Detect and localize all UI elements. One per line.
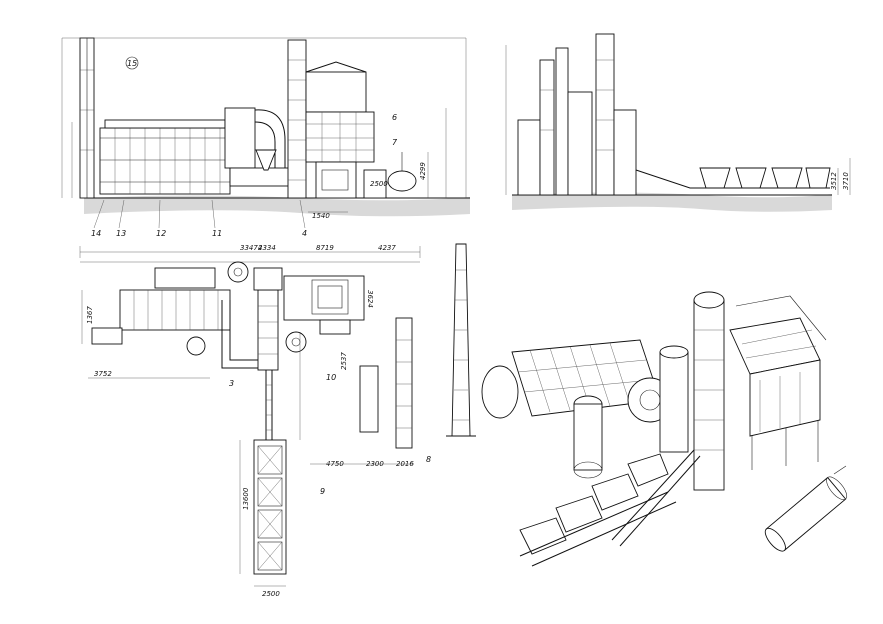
dim-2500-bottom: 2500 [262, 590, 280, 598]
dim-3752: 3752 [94, 370, 112, 378]
plan-view [79, 246, 421, 587]
dim-3624: 3624 [366, 290, 374, 308]
callout-6: 6 [392, 113, 397, 122]
dim-2334: 2334 [258, 244, 276, 252]
callout-11: 11 [212, 229, 222, 238]
callout-13: 13 [116, 229, 126, 238]
dim-total-length: 33474 [240, 244, 262, 252]
callout-7: 7 [392, 138, 398, 147]
stack-elevation [446, 243, 476, 437]
dim-1367: 1367 [86, 306, 94, 324]
dim-3512: 3512 [830, 172, 838, 190]
dim-2300: 2300 [366, 460, 384, 468]
callout-3: 3 [229, 379, 234, 388]
dim-2500-side: 2500 [370, 180, 388, 188]
callout-9: 9 [320, 487, 325, 496]
callout-8: 8 [426, 455, 431, 464]
side-elevation-view [61, 37, 470, 217]
dim-4237: 4237 [378, 244, 396, 252]
dim-3710: 3710 [842, 172, 850, 190]
front-elevation-view [505, 33, 851, 212]
dim-13600: 13600 [242, 487, 250, 510]
dim-2016: 2016 [396, 460, 414, 468]
dim-8719: 8719 [316, 244, 334, 252]
callout-4: 4 [302, 229, 307, 238]
callout-10: 10 [326, 373, 336, 382]
dim-2537: 2537 [340, 352, 348, 370]
dim-4299: 4299 [419, 162, 427, 180]
callout-15: 15 [127, 59, 137, 68]
callout-14: 14 [91, 229, 101, 238]
dim-4750: 4750 [326, 460, 344, 468]
dim-1540: 1540 [312, 212, 330, 220]
callout-12: 12 [156, 229, 166, 238]
isometric-view [481, 291, 848, 567]
